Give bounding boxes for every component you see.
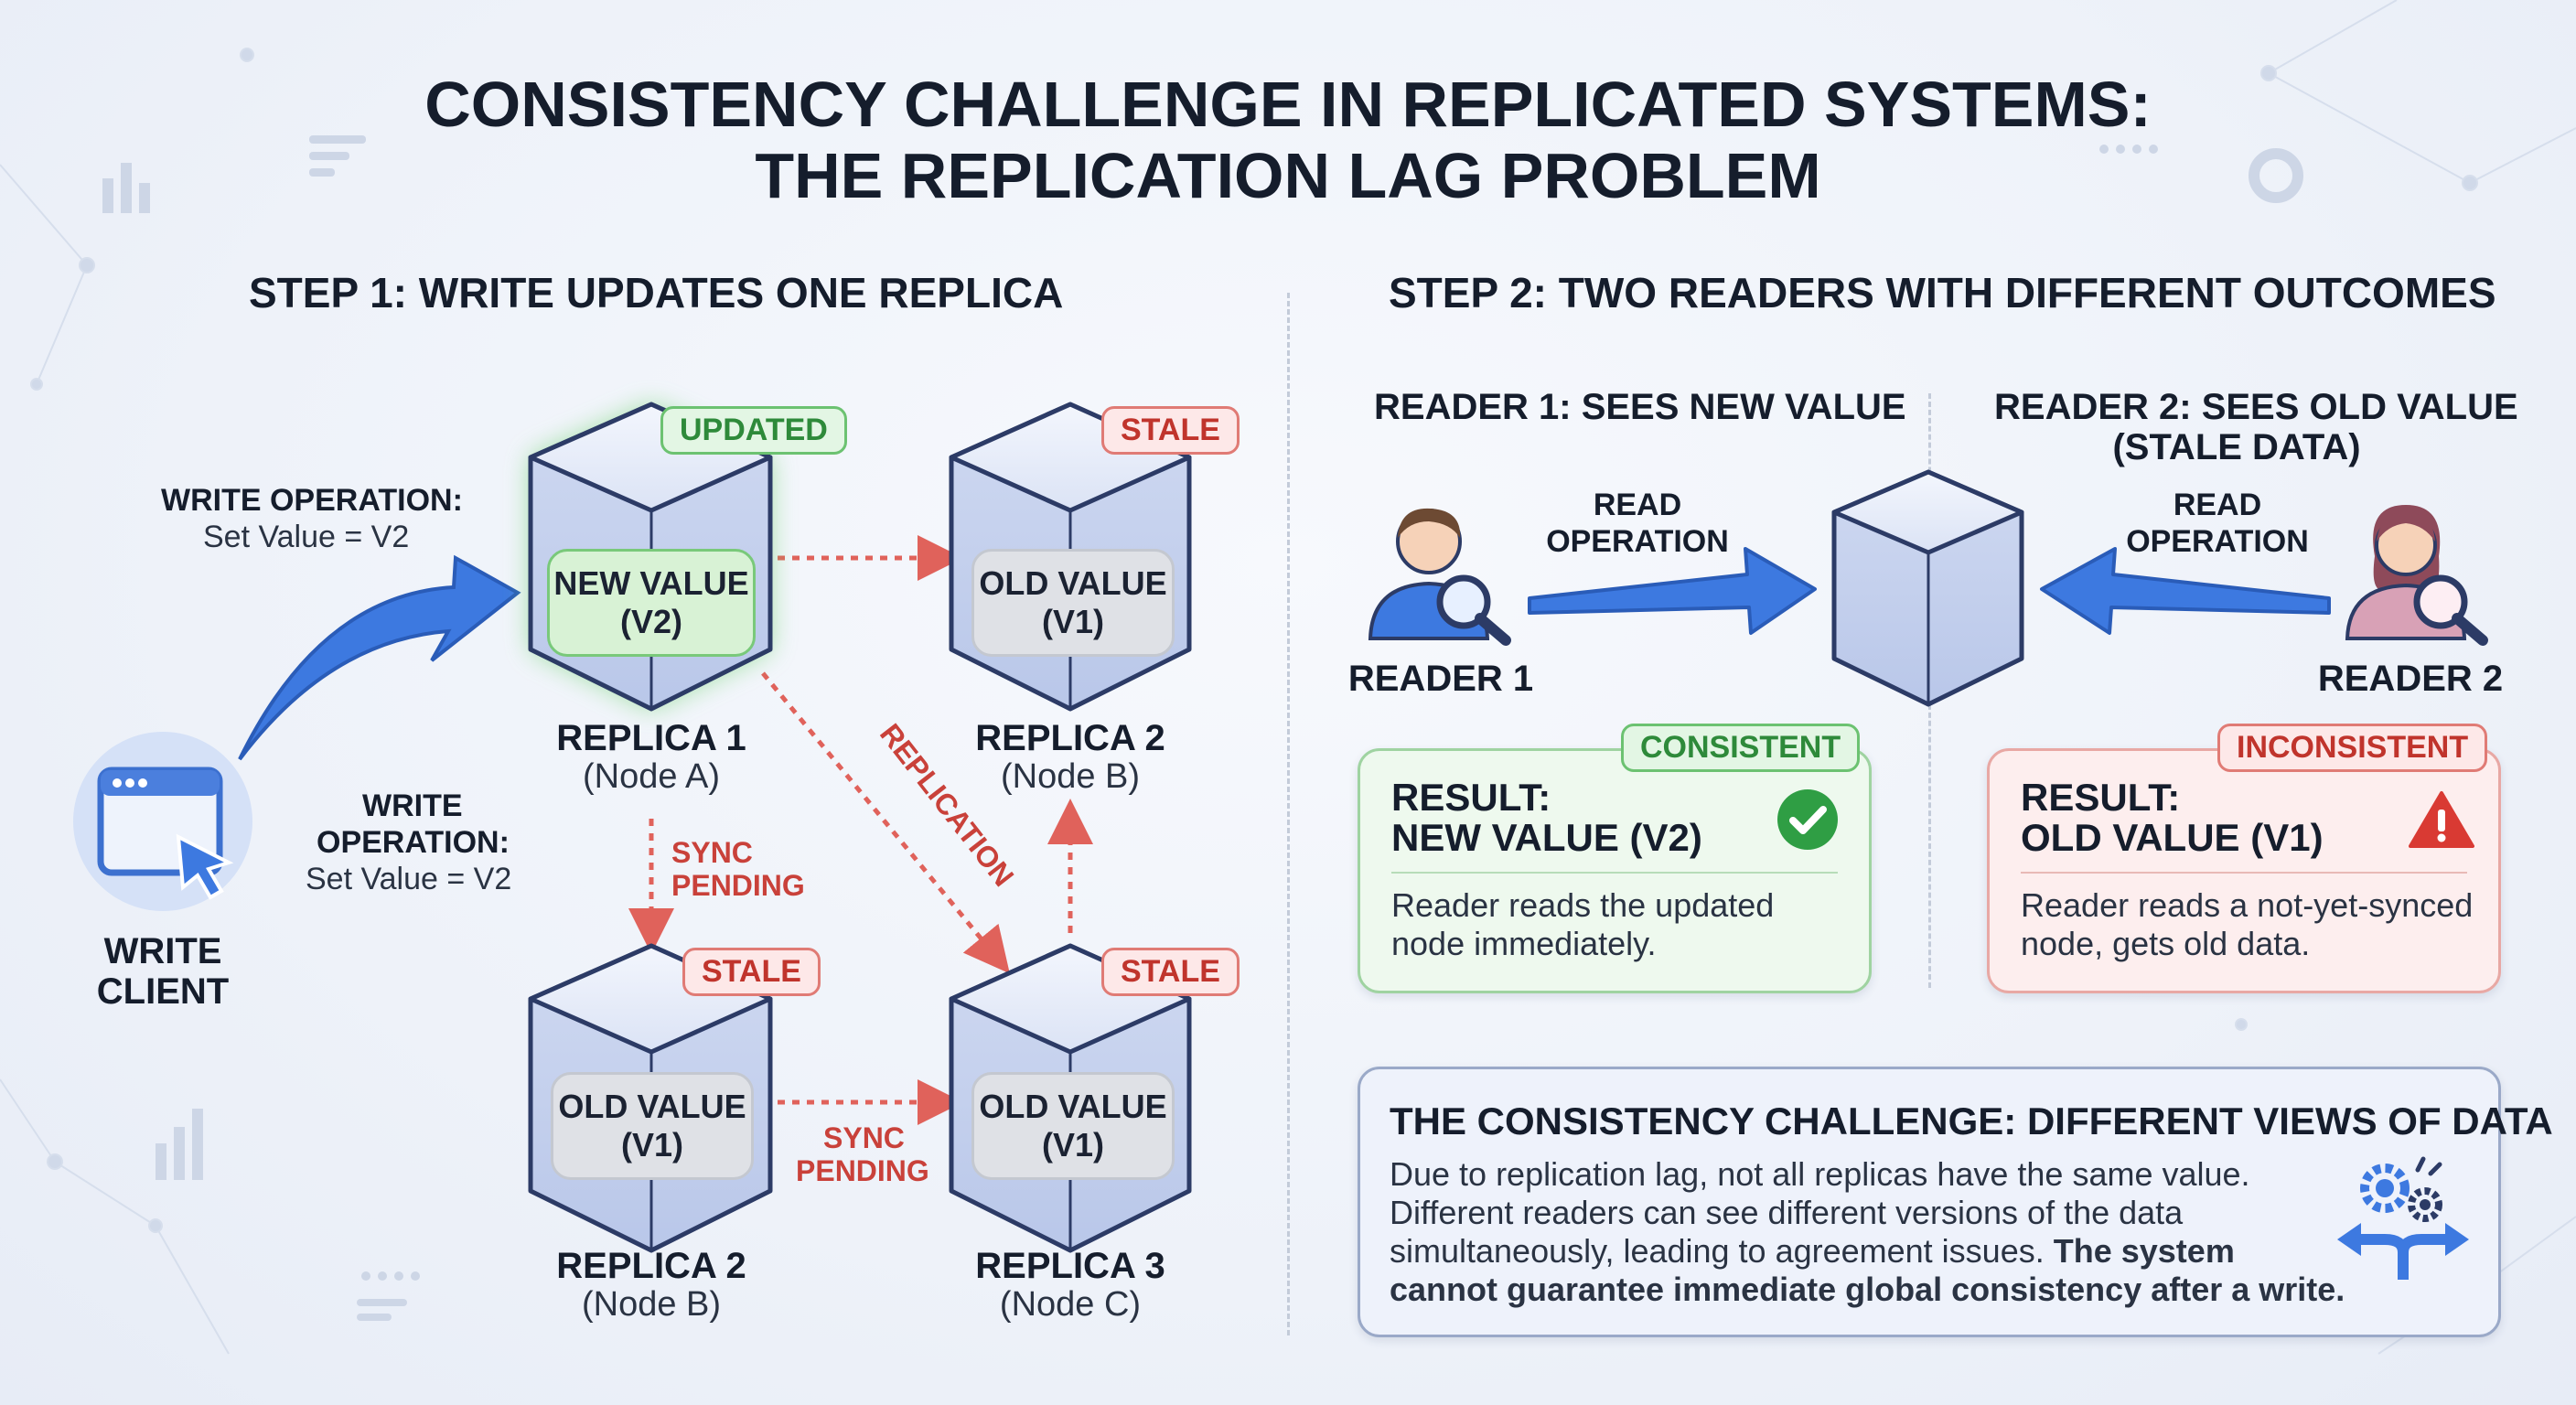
replication-line-r1-r3 — [761, 671, 1010, 974]
challenge-line-3-bold: The system — [2053, 1232, 2235, 1270]
reader2-heading-line-1: READER 2: SEES OLD VALUE — [1994, 387, 2518, 427]
result1-divider — [1391, 872, 1838, 874]
result1-text-line-1: Reader reads the updated — [1391, 886, 1775, 924]
replica-2-bottom-node: (Node B) — [581, 1285, 722, 1324]
write-op-top-title: WRITE OPERATION: — [161, 483, 463, 518]
write-client-label-1: WRITE — [103, 931, 222, 971]
write-op-mid-value: Set Value = V2 — [306, 862, 512, 896]
read-op-2-line-2: OPERATION — [2126, 524, 2309, 559]
read-op-1-line-2: OPERATION — [1546, 524, 1729, 559]
page-title-line-2: THE REPLICATION LAG PROBLEM — [755, 140, 1821, 211]
replica-2-top-value: OLD VALUE (V1) — [971, 549, 1175, 657]
reader2-heading-line-2: (STALE DATA) — [2112, 427, 2361, 467]
check-circle-icon — [1777, 789, 1838, 850]
reader2-label: READER 2 — [2317, 659, 2504, 699]
challenge-line-1: Due to replication lag, not all replicas… — [1390, 1155, 2250, 1193]
replica-2-bottom-value-line-1: OLD VALUE — [558, 1088, 746, 1125]
replica-3-tag: STALE — [1101, 948, 1240, 996]
sync-pending-1-line-1: SYNC — [671, 836, 753, 869]
sync-pending-1-line-2: PENDING — [671, 869, 805, 902]
replica-3-name: REPLICA 3 — [975, 1246, 1165, 1286]
replica-1-value-line-2: (V2) — [619, 603, 682, 640]
replica-3-value-line-2: (V1) — [1041, 1126, 1104, 1164]
replica-2-top-node: (Node B) — [1000, 757, 1141, 796]
replica-3-value-line-1: OLD VALUE — [979, 1088, 1167, 1125]
replica-3-value: OLD VALUE (V1) — [971, 1072, 1175, 1180]
write-arrow — [238, 554, 521, 761]
sync-pending-2-line-1: SYNC — [823, 1121, 905, 1154]
challenge-line-3: simultaneously, leading to agreement iss… — [1390, 1232, 2235, 1271]
result-card-inconsistent: RESULT: OLD VALUE (V1) Reader reads a no… — [1987, 748, 2501, 993]
write-op-top-value: Set Value = V2 — [203, 520, 410, 554]
replica-2-bottom-value-line-2: (V1) — [620, 1126, 683, 1164]
replica-3-node: (Node C) — [999, 1285, 1142, 1324]
inconsistent-badge: INCONSISTENT — [2217, 724, 2488, 772]
read-op-1-line-1: READ — [1593, 488, 1682, 522]
write-op-mid-title-1: WRITE — [362, 788, 463, 823]
write-client-label-2: CLIENT — [96, 971, 230, 1012]
read-arrow-reader1 — [1528, 547, 1817, 635]
result1-title-line-2: NEW VALUE (V2) — [1391, 816, 1702, 859]
read-target-cube — [1831, 469, 2024, 707]
result2-text-line-1: Reader reads a not-yet-synced — [2021, 886, 2474, 924]
read-op-2-line-1: READ — [2173, 488, 2262, 522]
reader2-icon — [2345, 505, 2488, 646]
section-divider — [1287, 293, 1290, 1335]
reader1-heading: READER 1: SEES NEW VALUE — [1374, 387, 1906, 427]
consistency-challenge-box: THE CONSISTENCY CHALLENGE: DIFFERENT VIE… — [1358, 1067, 2553, 1337]
gears-diverging-arrows-icon — [2337, 1156, 2469, 1280]
result2-title-line-1: RESULT: — [2021, 776, 2181, 819]
replica-2-bottom-tag: STALE — [682, 948, 821, 996]
read-arrow-reader2 — [2040, 547, 2331, 635]
replica-2-top-value-line-2: (V1) — [1041, 603, 1104, 640]
warning-icon — [2409, 791, 2474, 848]
challenge-line-2: Different readers can see different vers… — [1390, 1194, 2184, 1231]
browser-window-icon — [97, 767, 234, 900]
replica-1-name: REPLICA 1 — [556, 718, 746, 758]
result1-text-line-2: node immediately. — [1391, 925, 1657, 962]
step2-heading: STEP 2: TWO READERS WITH DIFFERENT OUTCO… — [1389, 269, 2496, 316]
result-card-consistent: RESULT: NEW VALUE (V2) Reader reads the … — [1358, 748, 1872, 993]
step1-heading: STEP 1: WRITE UPDATES ONE REPLICA — [249, 269, 1064, 316]
result1-title-line-1: RESULT: — [1391, 776, 1551, 819]
replica-1-value-line-1: NEW VALUE — [553, 564, 749, 602]
replica-1-value: NEW VALUE (V2) — [547, 549, 756, 657]
write-op-mid-title-2: OPERATION: — [317, 825, 510, 860]
sync-pending-2-line-2: PENDING — [796, 1154, 929, 1187]
result2-title-line-2: OLD VALUE (V1) — [2021, 816, 2324, 859]
result2-text-line-2: node, gets old data. — [2021, 925, 2311, 962]
replica-2-bottom-value: OLD VALUE (V1) — [551, 1072, 754, 1180]
write-client-icon — [73, 732, 252, 911]
reader1-icon — [1368, 508, 1511, 646]
replica-2-bottom-name: REPLICA 2 — [556, 1246, 746, 1286]
reader1-label: READER 1 — [1347, 659, 1534, 699]
challenge-line-4: cannot guarantee immediate global consis… — [1390, 1271, 2345, 1308]
replica-2-top-value-line-1: OLD VALUE — [979, 564, 1167, 602]
replica-2-top-tag: STALE — [1101, 406, 1240, 455]
page-title-line-1: CONSISTENCY CHALLENGE IN REPLICATED SYST… — [424, 69, 2152, 140]
replica-2-top-name: REPLICA 2 — [975, 718, 1165, 758]
consistent-badge: CONSISTENT — [1621, 724, 1861, 772]
challenge-title: THE CONSISTENCY CHALLENGE: DIFFERENT VIE… — [1390, 1099, 2553, 1142]
replica-1-tag: UPDATED — [660, 406, 847, 455]
challenge-line-3-normal: simultaneously, leading to agreement iss… — [1390, 1232, 2054, 1270]
result2-divider — [2021, 872, 2467, 874]
replica-1-node: (Node A) — [583, 757, 720, 796]
